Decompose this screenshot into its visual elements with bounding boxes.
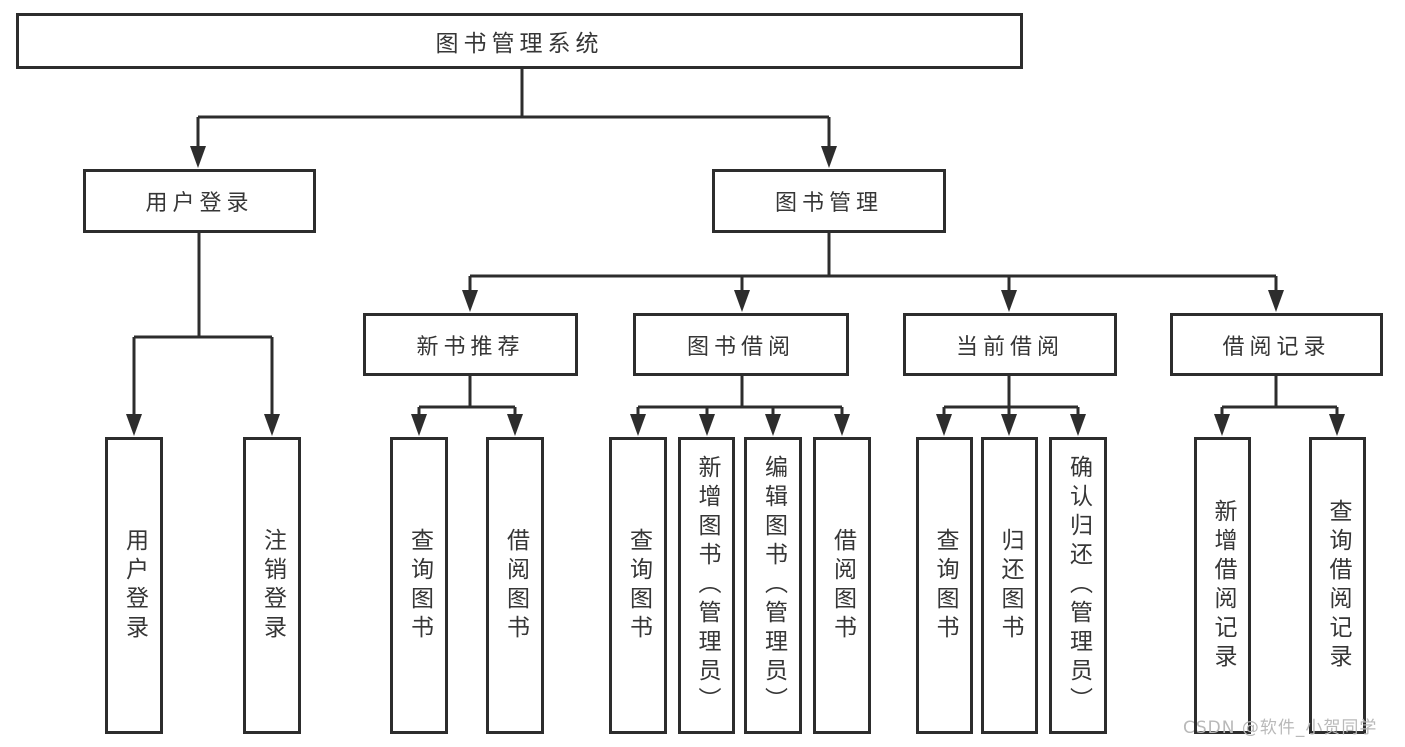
node-new-book-recommend: 新书推荐 — [363, 313, 578, 376]
node-book-borrowing: 图书借阅 — [633, 313, 849, 376]
leaf-br-query-record: 查询借阅记录 — [1309, 437, 1366, 734]
node-user-login-label: 用户登录 — [145, 191, 254, 216]
watermark: CSDN @软件_小贺同学 — [1183, 718, 1378, 738]
leaf-bb-query-books-label: 查询图书 — [625, 527, 652, 644]
leaf-nbr-query-books-label: 查询图书 — [406, 527, 433, 644]
leaf-bb-add-books-admin: 新增图书（管理员） — [678, 437, 735, 734]
node-user-login: 用户登录 — [83, 169, 316, 233]
node-borrowing-records: 借阅记录 — [1170, 313, 1383, 376]
node-borrowing-records-label: 借阅记录 — [1222, 334, 1331, 360]
node-current-borrowing: 当前借阅 — [903, 313, 1117, 376]
leaf-bb-borrow-books-label: 借阅图书 — [829, 527, 856, 644]
leaf-cb-return-books: 归还图书 — [981, 437, 1038, 734]
leaf-br-add-record-label: 新增借阅记录 — [1210, 498, 1236, 673]
node-book-management-label: 图书管理 — [774, 191, 883, 216]
leaf-cb-query-books: 查询图书 — [916, 437, 973, 734]
node-current-borrowing-label: 当前借阅 — [955, 334, 1064, 360]
node-book-management: 图书管理 — [712, 169, 946, 233]
leaf-logout-label: 注销登录 — [259, 527, 286, 644]
leaf-user-login: 用户登录 — [105, 437, 163, 734]
leaf-cb-query-books-label: 查询图书 — [932, 527, 958, 644]
arrowheads — [126, 146, 1345, 436]
leaf-cb-return-books-label: 归还图书 — [997, 527, 1023, 644]
leaf-bb-edit-books-admin: 编辑图书（管理员） — [744, 437, 802, 734]
leaf-bb-borrow-books: 借阅图书 — [813, 437, 871, 734]
leaf-user-login-label: 用户登录 — [121, 527, 148, 644]
node-new-book-recommend-label: 新书推荐 — [416, 334, 525, 360]
leaf-bb-query-books: 查询图书 — [609, 437, 667, 734]
leaf-bb-edit-books-admin-label: 编辑图书（管理员） — [760, 455, 787, 716]
node-book-borrowing-label: 图书借阅 — [686, 334, 795, 360]
leaf-br-query-record-label: 查询借阅记录 — [1325, 498, 1351, 673]
leaf-nbr-borrow-books: 借阅图书 — [486, 437, 544, 734]
node-root-system: 图书管理系统 — [16, 13, 1023, 69]
leaf-nbr-borrow-books-label: 借阅图书 — [502, 527, 529, 644]
leaf-cb-confirm-return-admin: 确认归还（管理员） — [1049, 437, 1107, 734]
leaf-nbr-query-books: 查询图书 — [390, 437, 448, 734]
leaf-bb-add-books-admin-label: 新增图书（管理员） — [694, 455, 720, 716]
leaf-cb-confirm-return-admin-label: 确认归还（管理员） — [1065, 455, 1092, 716]
node-root-label: 图书管理系统 — [435, 31, 604, 57]
leaf-logout: 注销登录 — [243, 437, 301, 734]
leaf-br-add-record: 新增借阅记录 — [1194, 437, 1251, 734]
